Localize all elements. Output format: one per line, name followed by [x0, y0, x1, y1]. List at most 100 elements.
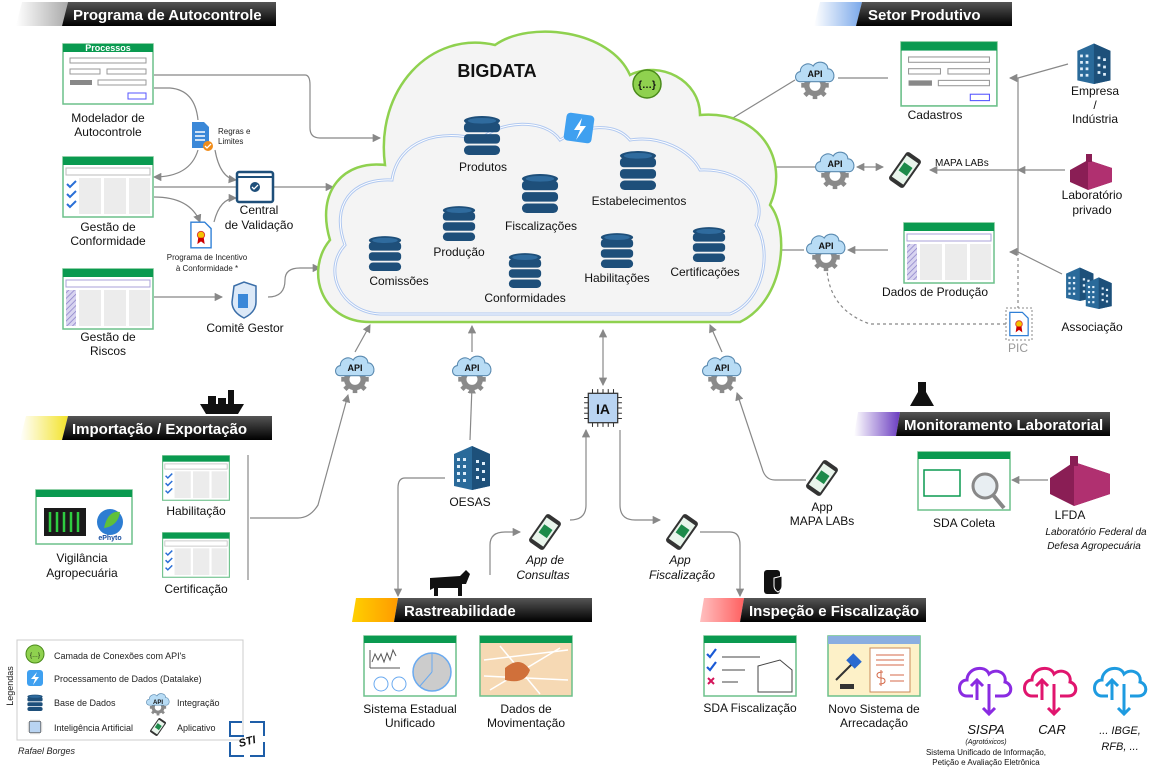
- svg-text:Dados de Produção: Dados de Produção: [882, 285, 988, 299]
- svg-text:Certificação: Certificação: [164, 582, 228, 596]
- databases: Produtos Estabelecimentos Fiscalizações …: [368, 116, 740, 305]
- database-icon: [521, 174, 559, 213]
- author: Rafael Borges: [18, 746, 76, 756]
- svg-text:Cadastros: Cadastros: [908, 108, 963, 122]
- validation-window-icon: [235, 170, 275, 204]
- database-label: Produtos: [459, 160, 507, 174]
- database-icon: [463, 116, 501, 155]
- banner-setor-produtivo: Setor Produtivo: [814, 2, 1012, 26]
- certificate-document-icon: [190, 221, 212, 249]
- api-integration-icon: API: [453, 356, 491, 393]
- svg-text:App: App: [668, 553, 691, 567]
- svg-text:App: App: [811, 500, 833, 514]
- api-integration-icon: API: [816, 152, 854, 189]
- svg-text:PIC: PIC: [1008, 341, 1028, 355]
- svg-text:Sistema Estadual: Sistema Estadual: [363, 702, 456, 716]
- database-label: Habilitações: [584, 271, 649, 285]
- database-icon: [508, 253, 542, 288]
- database-label: Estabelecimentos: [592, 194, 687, 208]
- api-icon-text: API: [818, 241, 833, 251]
- svg-text:Empresa: Empresa: [1071, 84, 1119, 98]
- database-label: Comissões: [369, 274, 428, 288]
- gestao-riscos[interactable]: Gestão de Riscos: [62, 268, 154, 358]
- database-icon: [27, 694, 43, 711]
- app-fiscalizacao[interactable]: App Fiscalização: [649, 512, 715, 582]
- app-mapa-labs[interactable]: App MAPA LABs: [790, 458, 854, 528]
- cloud-sync-icon: [1093, 666, 1148, 716]
- svg-text:MAPA LABs: MAPA LABs: [935, 158, 989, 169]
- sispa: SISPA (Agrotóxicos) Sistema Unificado de…: [926, 666, 1046, 767]
- svg-text:Integração: Integração: [177, 698, 220, 708]
- database-label: Certificações: [670, 265, 739, 279]
- svg-text:LFDA: LFDA: [1055, 508, 1086, 522]
- svg-text:Programa de Incentivo: Programa de Incentivo: [167, 253, 248, 262]
- vigilancia-agropecuaria[interactable]: ePhyto Vigilância Agropecuária: [35, 489, 133, 580]
- api-icon-text: API: [714, 363, 729, 373]
- svg-text:Defesa Agropecuária: Defesa Agropecuária: [1047, 541, 1141, 552]
- associacao: Associação: [1061, 267, 1123, 334]
- comite-gestor[interactable]: Comitê Gestor: [206, 281, 284, 335]
- svg-text:Indústria: Indústria: [1072, 112, 1118, 126]
- svg-text:Agropecuária: Agropecuária: [46, 566, 118, 580]
- dados-producao[interactable]: Dados de Produção: [882, 222, 995, 299]
- sda-coleta[interactable]: SDA Coleta: [917, 451, 1011, 530]
- api-icon-text: API: [464, 363, 479, 373]
- cow-icon: [430, 570, 470, 596]
- svg-text:Importação / Exportação: Importação / Exportação: [72, 421, 247, 438]
- api-integration-icon: API: [703, 356, 741, 393]
- mapa-labs-app[interactable]: MAPA LABs: [887, 150, 989, 190]
- svg-text:CAR: CAR: [1038, 722, 1065, 737]
- ai-chip-icon: [27, 719, 43, 735]
- cadastros[interactable]: Cadastros: [900, 41, 998, 122]
- banner-inspecao: Inspeção e Fiscalização: [700, 598, 926, 622]
- sistema-estadual-unificado[interactable]: Sistema Estadual Unificado: [363, 635, 457, 730]
- svg-text:Movimentação: Movimentação: [487, 716, 565, 730]
- svg-text:Setor Produtivo: Setor Produtivo: [868, 7, 981, 24]
- svg-text:Rastreabilidade: Rastreabilidade: [404, 603, 516, 620]
- car: CAR: [1023, 666, 1078, 737]
- dados-movimentacao[interactable]: Dados de Movimentação: [479, 635, 573, 730]
- programa-incentivo: Programa de Incentivo à Conformidade *: [167, 221, 248, 273]
- api-integration-icon: API: [336, 356, 374, 393]
- certificacao[interactable]: Certificação: [161, 532, 231, 596]
- gestao-conformidade[interactable]: Gestão de Conformidade: [62, 156, 154, 248]
- ephyto-logo: ePhyto: [97, 509, 123, 542]
- svg-text:Limites: Limites: [218, 137, 243, 146]
- building-icon: [1085, 277, 1112, 309]
- processos-window-title: Processos: [85, 43, 131, 53]
- svg-text:Modelador de: Modelador de: [71, 111, 145, 125]
- svg-text:Regras e: Regras e: [218, 127, 251, 136]
- banner-importacao: Importação / Exportação: [20, 416, 272, 440]
- building-icon: [1077, 43, 1111, 84]
- bigdata-title: BIGDATA: [457, 61, 536, 81]
- svg-text:App de: App de: [525, 553, 564, 567]
- novo-sistema-arrecadacao[interactable]: Novo Sistema de Arrecadação: [827, 635, 921, 730]
- svg-text:Programa de Autocontrole: Programa de Autocontrole: [73, 7, 262, 24]
- banner-monitoramento: Monitoramento Laboratorial: [854, 412, 1110, 436]
- app-consultas[interactable]: App de Consultas: [516, 512, 570, 582]
- banner-rastreabilidade: Rastreabilidade: [352, 598, 592, 622]
- api-integration-icon: API: [807, 234, 845, 271]
- svg-text:Inteligência Artificial: Inteligência Artificial: [54, 723, 133, 733]
- central-validacao[interactable]: Central de Validação: [225, 170, 294, 232]
- svg-text:(Agrotóxicos): (Agrotóxicos): [965, 739, 1006, 746]
- cloud-sync-icon: [1023, 666, 1078, 716]
- other-systems: ... IBGE, RFB, ...: [1093, 666, 1148, 753]
- svg-text:ePhyto: ePhyto: [98, 535, 121, 542]
- database-label: Produção: [433, 245, 485, 259]
- api-layer-icon: {…}: [632, 69, 662, 99]
- svg-text:Aplicativo: Aplicativo: [177, 723, 216, 733]
- svg-text:Petição e Avaliação Eletrônica: Petição e Avaliação Eletrônica: [932, 758, 1040, 767]
- habilitacao[interactable]: Habilitação: [161, 455, 231, 518]
- database-icon: [442, 206, 476, 241]
- database-icon: [368, 236, 402, 271]
- svg-text:Arrecadação: Arrecadação: [840, 716, 908, 730]
- oesas: OESAS: [449, 446, 491, 509]
- database-label: Conformidades: [484, 291, 565, 305]
- modelador-autocontrole[interactable]: Processos Modelador de Autocontrole: [62, 43, 154, 139]
- sda-fiscalizacao[interactable]: SDA Fiscalização: [703, 635, 797, 715]
- ia-chip: IA: [583, 388, 623, 428]
- svg-text:Laboratório: Laboratório: [1062, 188, 1123, 202]
- svg-text:Consultas: Consultas: [516, 568, 569, 582]
- lfda: LFDA Laboratório Federal da Defesa Agrop…: [1045, 456, 1147, 552]
